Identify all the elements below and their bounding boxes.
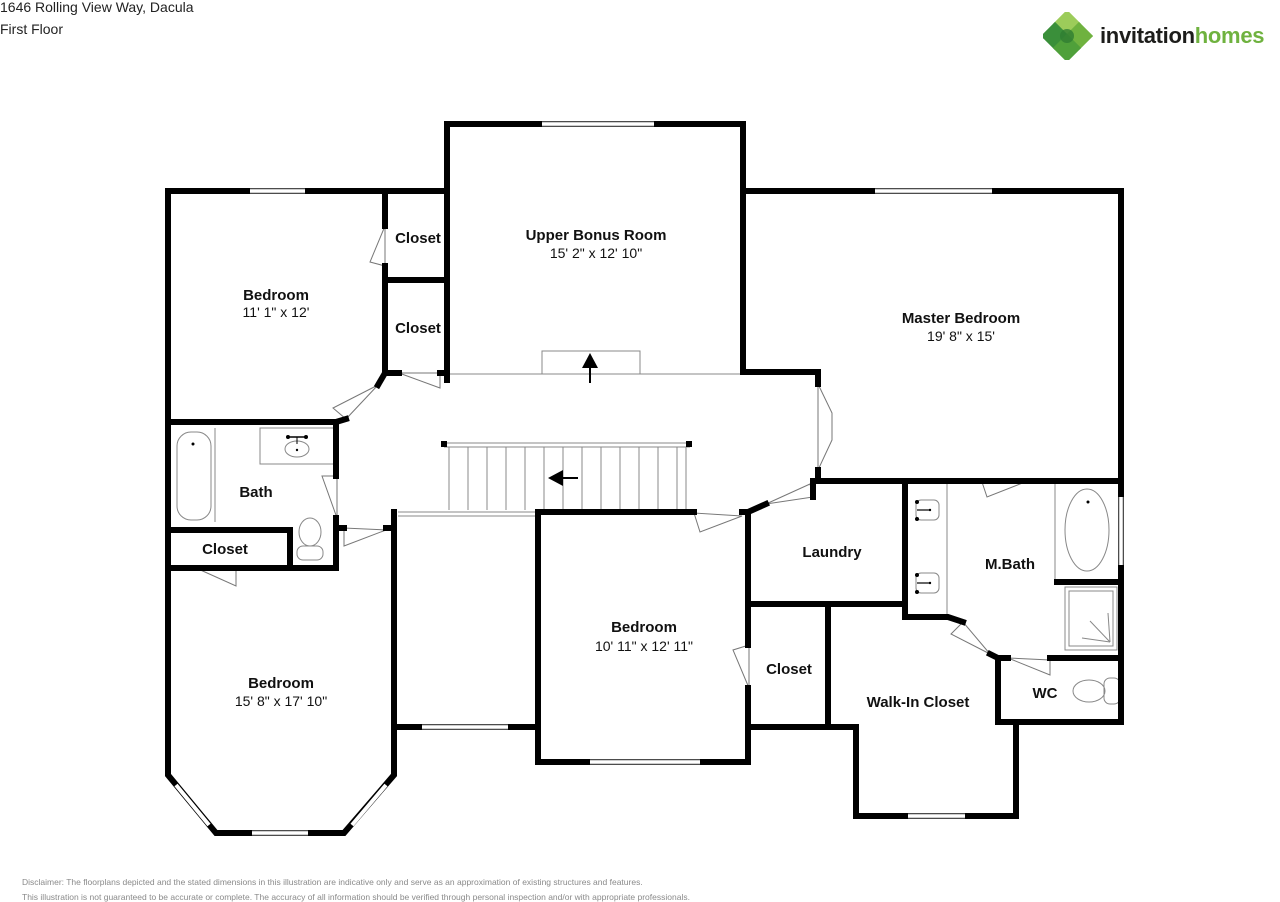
room-dimensions: 11' 1" x 12' [243,304,310,320]
fixtures [176,350,1121,705]
arrow-up-icon [582,353,598,383]
disclaimer-line-2: This illustration is not guaranteed to b… [22,892,690,902]
room-name: WC [1033,685,1058,702]
room-name: Master Bedroom [902,310,1020,327]
room-name: Upper Bonus Room [526,227,667,244]
room-name: Bath [239,484,272,501]
arrow-left-icon [548,470,578,486]
room-name: Bedroom [248,675,314,692]
room-name: Bedroom [611,619,677,636]
logo-wordmark: invitationhomes [1100,23,1265,48]
room-dimensions: 15' 2" x 12' 10" [550,245,642,261]
staircase [441,441,692,510]
room-name: M.Bath [985,556,1035,573]
room-labels: Bedroom 11' 1" x 12' Closet Closet Upper… [202,227,1058,711]
room-name: Closet [395,230,441,247]
disclaimer-line-1: Disclaimer: The floorplans depicted and … [22,877,643,887]
room-name: Closet [202,541,248,558]
windows [174,121,1124,836]
room-dimensions: 10' 11" x 12' 11" [595,638,693,654]
walls [165,121,1124,836]
doors [195,225,1051,689]
room-name: Closet [395,320,441,337]
room-name: Closet [766,661,812,678]
room-name: Laundry [802,544,862,561]
invitation-homes-logo: invitationhomes [1040,9,1280,63]
room-name: Walk-In Closet [867,694,970,711]
logo-mark-icon [1040,9,1094,63]
floor-label: First Floor [0,21,63,37]
room-name: Bedroom [243,287,309,304]
property-address: 1646 Rolling View Way, Dacula [0,0,194,15]
room-dimensions: 19' 8" x 15' [927,328,995,344]
room-dimensions: 15' 8" x 17' 10" [235,693,327,709]
